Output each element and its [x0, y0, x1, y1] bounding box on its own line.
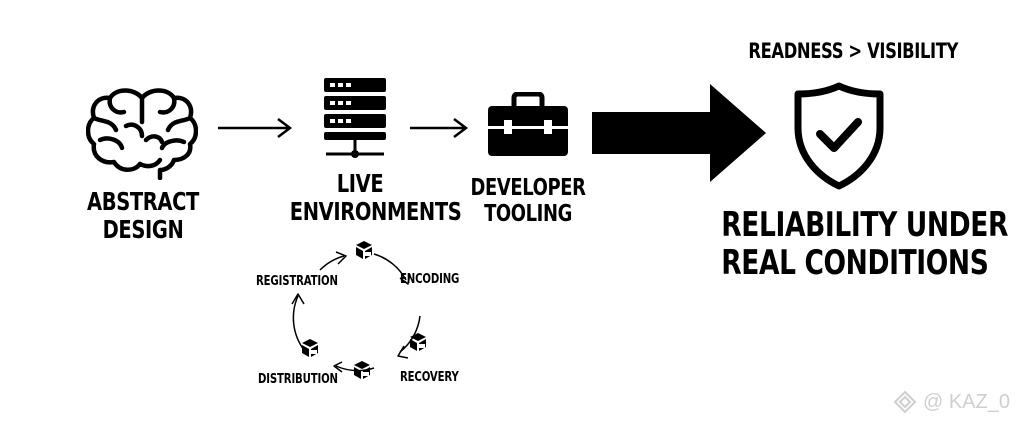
cycle-diagram	[291, 241, 426, 379]
cycle-label-encoding: ENCODING	[400, 272, 460, 287]
cycle-label-distribution: DISTRIBUTION	[258, 372, 338, 387]
cube-stack-icon	[302, 339, 318, 357]
big-arrow-icon	[592, 84, 766, 182]
watermark: @ KAZ_0	[893, 390, 1010, 414]
node-label-line: DESIGN	[102, 215, 184, 244]
node-label-line: TOOLING	[484, 200, 572, 227]
server-rack-icon	[324, 78, 386, 158]
watermark-text: @ KAZ_0	[922, 390, 1010, 413]
node-developer-tooling: DEVELOPER TOOLING	[466, 175, 591, 228]
cycle-label-recovery: RECOVERY	[400, 370, 459, 385]
node-label-line: LIVE	[336, 169, 384, 198]
cube-stack-icon	[410, 333, 426, 351]
node-label-line: RELIABILITY UNDER	[721, 205, 1009, 245]
cube-stack-icon	[356, 241, 372, 259]
node-outcome: RELIABILITY UNDER REAL CONDITIONS	[721, 205, 1009, 284]
toolbox-icon	[488, 92, 568, 156]
node-abstract-design: ABSTRACT DESIGN	[85, 188, 202, 244]
cycle-label-registration: REGISTRATION	[256, 274, 338, 289]
node-live-environments: LIVE ENVIRONMENTS	[289, 169, 462, 226]
node-label-line: REAL CONDITIONS	[721, 243, 989, 284]
node-label-line: ENVIRONMENTS	[289, 197, 462, 226]
brain-icon	[86, 88, 198, 180]
node-label-line: DEVELOPER	[470, 175, 586, 201]
node-label-line: ABSTRACT	[87, 187, 199, 216]
shield-check-icon	[794, 82, 884, 190]
arrow-right-icon	[410, 118, 469, 138]
arrow-right-icon	[218, 118, 293, 138]
diamond-logo-icon	[893, 390, 917, 414]
tagline: READNESS > VISIBILITY	[748, 39, 958, 63]
